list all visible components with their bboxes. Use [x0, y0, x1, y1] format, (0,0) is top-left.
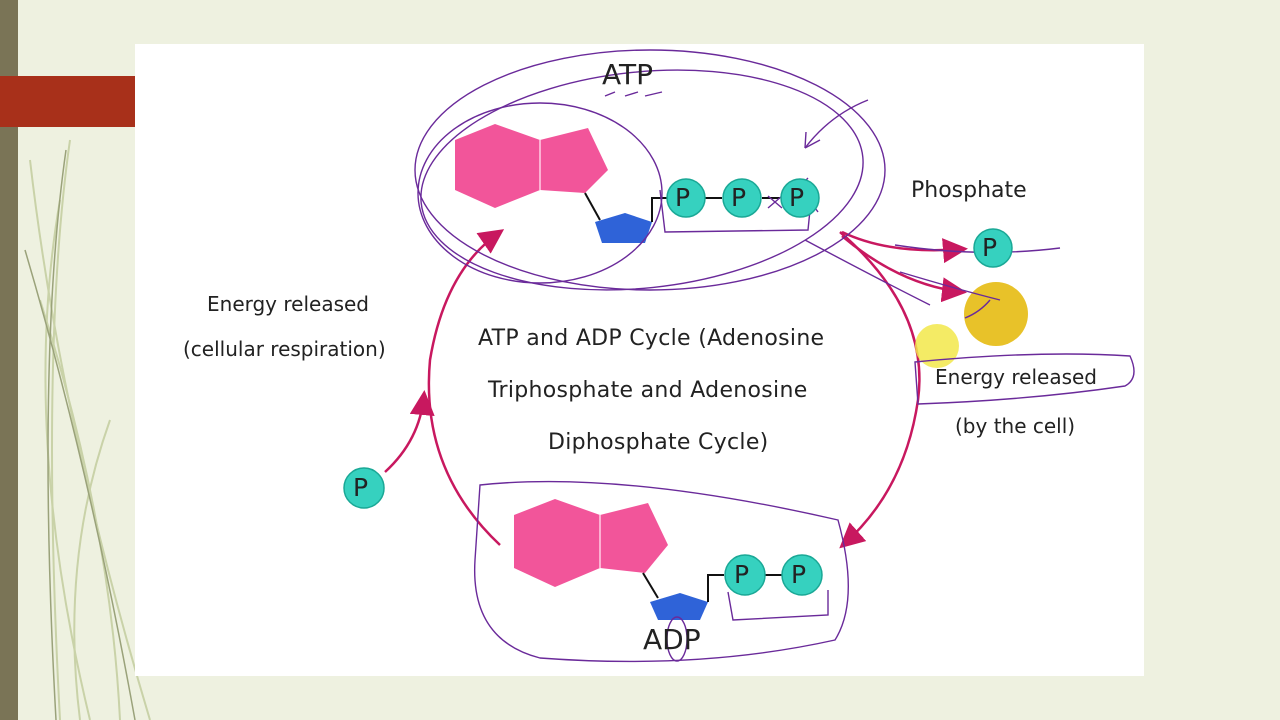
- by-the-cell-label: (by the cell): [955, 414, 1076, 438]
- incoming-phosphate-label: P: [353, 473, 369, 502]
- highlight-dot: [915, 324, 959, 368]
- released-phosphate-label: P: [982, 233, 998, 262]
- energy-released-left-label: Energy released: [207, 292, 370, 316]
- atp-phosphate-1-label: P: [675, 183, 691, 212]
- slide-accent-block: [0, 76, 135, 127]
- phosphate-join-arrow: [384, 390, 435, 473]
- slide-side-bar: [0, 0, 18, 720]
- phosphate-groups: [343, 178, 1013, 596]
- adp-phosphate-1-label: P: [734, 560, 750, 589]
- energy-sphere: [964, 282, 1028, 346]
- decorative-grass-lines: [29, 139, 151, 720]
- atp-label: ATP: [602, 58, 653, 91]
- adp-phosphate-2-label: P: [791, 560, 807, 589]
- adp-base-hexagon: [514, 499, 600, 587]
- atp-molecule: [455, 124, 780, 243]
- center-title-line-2: Triphosphate and Adenosine: [488, 378, 808, 403]
- atp-phosphate-3-label: P: [789, 183, 805, 212]
- left-cycle-arrow: [427, 229, 505, 546]
- energy-release-arrow: [841, 235, 967, 303]
- phosphate-label: Phosphate: [911, 178, 1027, 203]
- cellular-respiration-label: (cellular respiration): [183, 337, 386, 361]
- adp-base-pentagon: [600, 503, 668, 573]
- adp-molecule: [514, 499, 782, 620]
- phosphate-release-arrow: [841, 230, 968, 264]
- atp-base-pentagon: [540, 128, 608, 193]
- center-title-line-1: ATP and ADP Cycle (Adenosine: [478, 326, 825, 351]
- center-title-line-3: Diphosphate Cycle): [548, 430, 769, 455]
- atp-sugar-pentagon: [595, 213, 652, 243]
- adp-label: ADP: [643, 623, 701, 656]
- energy-released-right-label: Energy released: [935, 365, 1098, 389]
- adp-sugar-pentagon: [650, 593, 708, 620]
- atp-phosphate-2-label: P: [731, 183, 747, 212]
- atp-base-hexagon: [455, 124, 540, 208]
